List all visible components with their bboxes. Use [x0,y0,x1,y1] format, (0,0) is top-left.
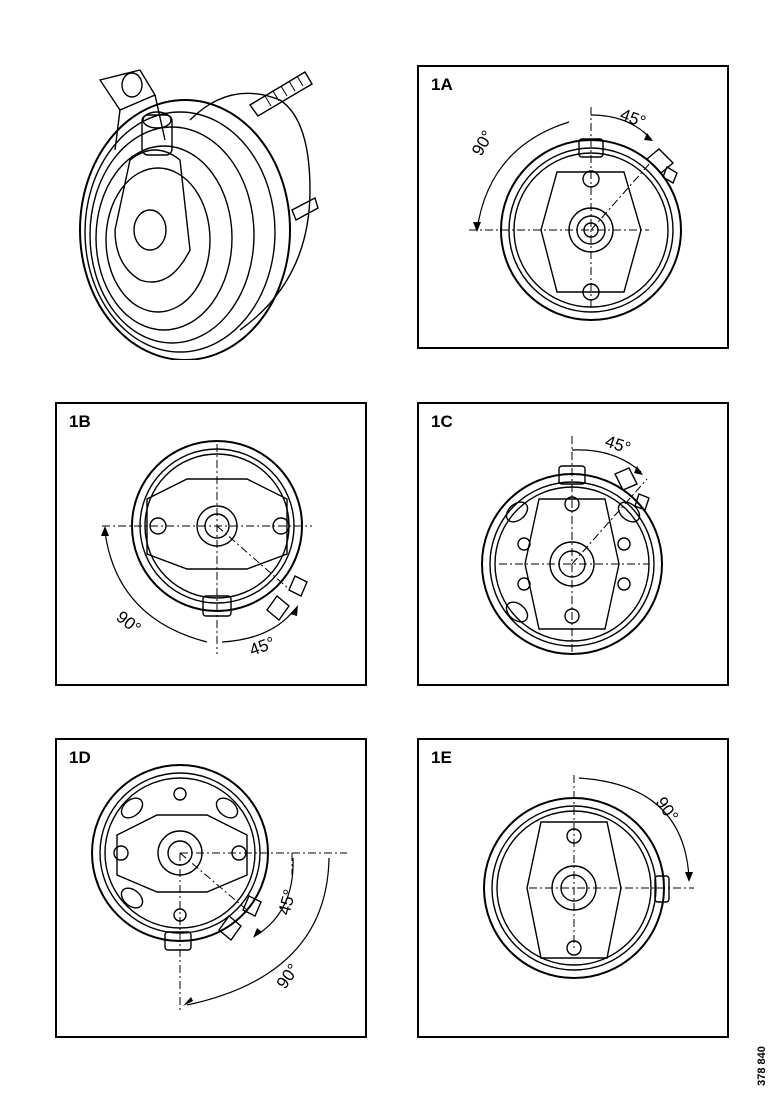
chamber-front-view-1b [131,440,308,622]
panel-1d: 1D 45° 90 [55,738,367,1038]
angle-label-90-1b: 90° [113,607,145,638]
panel-1a-label: 1A [431,75,453,94]
panel-1e-label: 1E [431,748,452,767]
angle-label-90-1a: 90° [468,127,497,159]
panel-1d-label: 1D [69,748,91,767]
figure-code: 378 840 [752,1040,772,1100]
angle-label-45-1a: 45° [618,105,649,132]
angle-label-90-1d: 90° [273,960,303,992]
panel-1e: 1E 90° [417,738,729,1038]
panel-1b-label: 1B [69,412,91,431]
angle-label-90-1e: 90° [652,793,682,825]
figure-code-text: 378 840 [756,1046,768,1086]
angle-label-45-1d: 45° [275,887,300,917]
panel-1c: 1C 45° [417,402,729,686]
panel-1a: 1A 45° 90° [417,65,729,349]
panel-1b: 1B 90° 45° [55,402,367,686]
panel-1c-label: 1C [431,412,453,431]
brake-chamber-isometric-view [60,50,340,360]
